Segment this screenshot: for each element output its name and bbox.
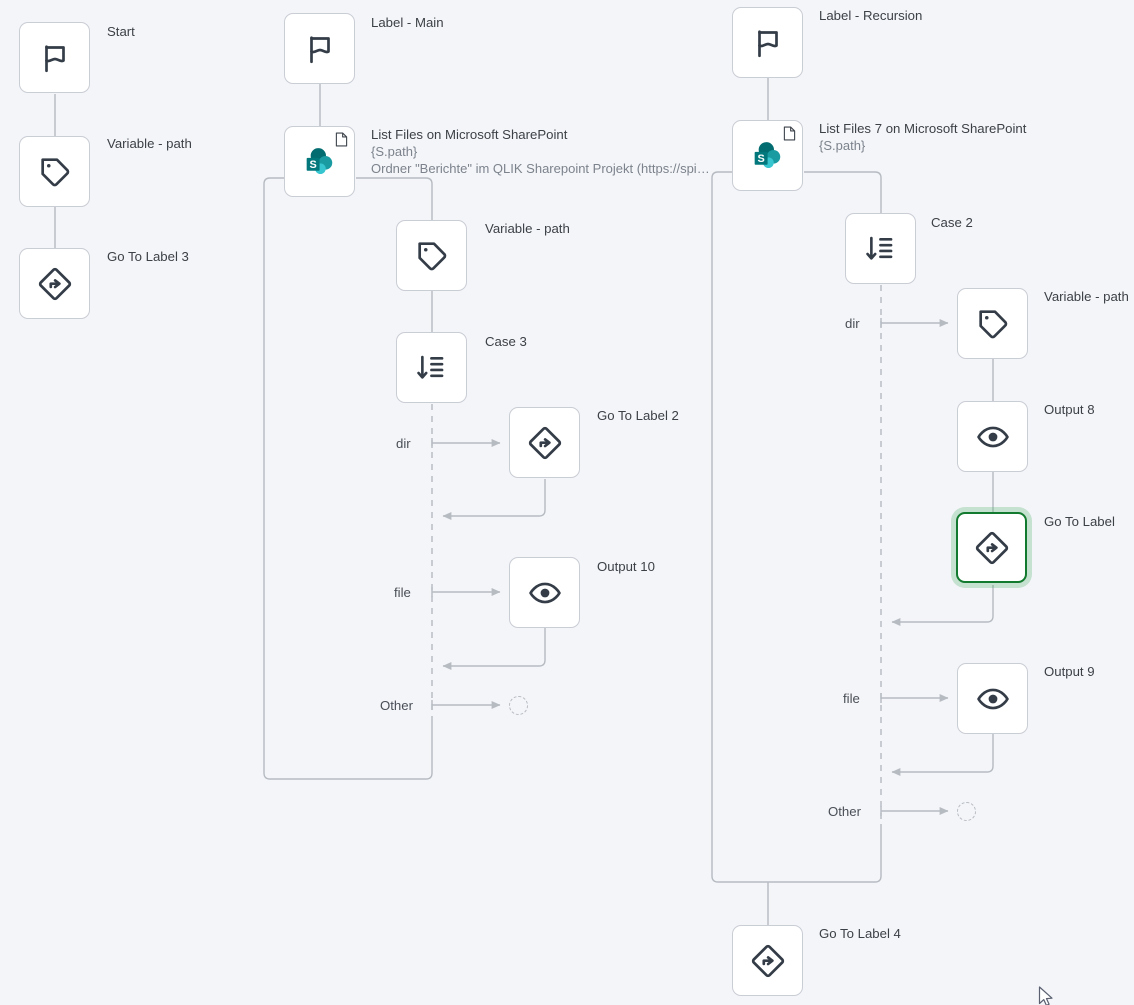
switch-case-icon [864, 232, 898, 266]
tag-icon [38, 155, 72, 189]
eye-icon [528, 576, 562, 610]
node-list-files-7-sharepoint[interactable]: S [732, 120, 803, 191]
node-label-recursion[interactable] [732, 7, 803, 78]
edge-label-case3-dir: dir [396, 436, 411, 451]
edge-label-case2-file: file [843, 691, 860, 706]
wire-listfiles7-to-case2 [804, 171, 882, 213]
label-list-files-7-sharepoint: List Files 7 on Microsoft SharePoint {S.… [819, 121, 1027, 153]
node-variable-path-1[interactable] [19, 136, 90, 207]
node-output-8[interactable] [957, 401, 1028, 472]
tag-icon [415, 239, 449, 273]
label-list-files-sharepoint: List Files on Microsoft SharePoint {S.pa… [371, 127, 710, 176]
edge-label-case2-dir: dir [845, 316, 860, 331]
goto-icon [750, 943, 786, 979]
label-go-to-label-4: Go To Label 4 [819, 926, 901, 941]
document-badge-icon [783, 126, 796, 141]
edge-label-case3-other: Other [380, 698, 413, 713]
label-variable-path-1: Variable - path [107, 136, 192, 151]
wire-output10-return [442, 628, 546, 670]
node-case-2[interactable] [845, 213, 916, 284]
flag-icon [751, 26, 785, 60]
wire-output9-return [891, 734, 994, 776]
sharepoint-icon: S [748, 136, 788, 176]
stub-case2-other[interactable] [957, 802, 976, 821]
flag-icon [303, 32, 337, 66]
label-start: Start [107, 24, 135, 39]
node-variable-path-2[interactable] [396, 220, 467, 291]
wire-gotolabel-return [891, 585, 994, 626]
label-variable-path-3: Variable - path [1044, 289, 1129, 304]
label-label-main: Label - Main [371, 15, 444, 30]
switch-case-icon [415, 351, 449, 385]
node-output-9[interactable] [957, 663, 1028, 734]
sharepoint-icon: S [300, 142, 340, 182]
eye-icon [976, 420, 1010, 454]
label-output-8: Output 8 [1044, 402, 1095, 417]
wire-listfiles-to-variable [356, 177, 433, 220]
node-list-files-sharepoint[interactable]: S [284, 126, 355, 197]
mouse-cursor-icon [1038, 986, 1053, 1005]
label-output-10: Output 10 [597, 559, 655, 574]
node-start[interactable] [19, 22, 90, 93]
label-go-to-label-3: Go To Label 3 [107, 249, 189, 264]
tag-icon [976, 307, 1010, 341]
goto-icon [527, 425, 563, 461]
node-go-to-label-3[interactable] [19, 248, 90, 319]
goto-icon [37, 266, 73, 302]
node-variable-path-3[interactable] [957, 288, 1028, 359]
svg-text:S: S [309, 158, 316, 170]
flag-icon [38, 41, 72, 75]
node-output-10[interactable] [509, 557, 580, 628]
eye-icon [976, 682, 1010, 716]
node-go-to-label-4[interactable] [732, 925, 803, 996]
edge-label-case3-file: file [394, 585, 411, 600]
node-go-to-label[interactable] [956, 512, 1027, 583]
edge-label-case2-other: Other [828, 804, 861, 819]
label-output-9: Output 9 [1044, 664, 1095, 679]
label-case-2: Case 2 [931, 215, 973, 230]
label-case-3: Case 3 [485, 334, 527, 349]
goto-icon [974, 530, 1010, 566]
label-go-to-label-2: Go To Label 2 [597, 408, 679, 423]
document-badge-icon [335, 132, 348, 147]
label-variable-path-2: Variable - path [485, 221, 570, 236]
stub-case3-other[interactable] [509, 696, 528, 715]
node-label-main[interactable] [284, 13, 355, 84]
node-go-to-label-2[interactable] [509, 407, 580, 478]
node-case-3[interactable] [396, 332, 467, 403]
label-label-recursion: Label - Recursion [819, 8, 923, 23]
wire-goto2-return [442, 479, 546, 520]
svg-text:S: S [757, 152, 764, 164]
label-go-to-label: Go To Label [1044, 514, 1115, 529]
